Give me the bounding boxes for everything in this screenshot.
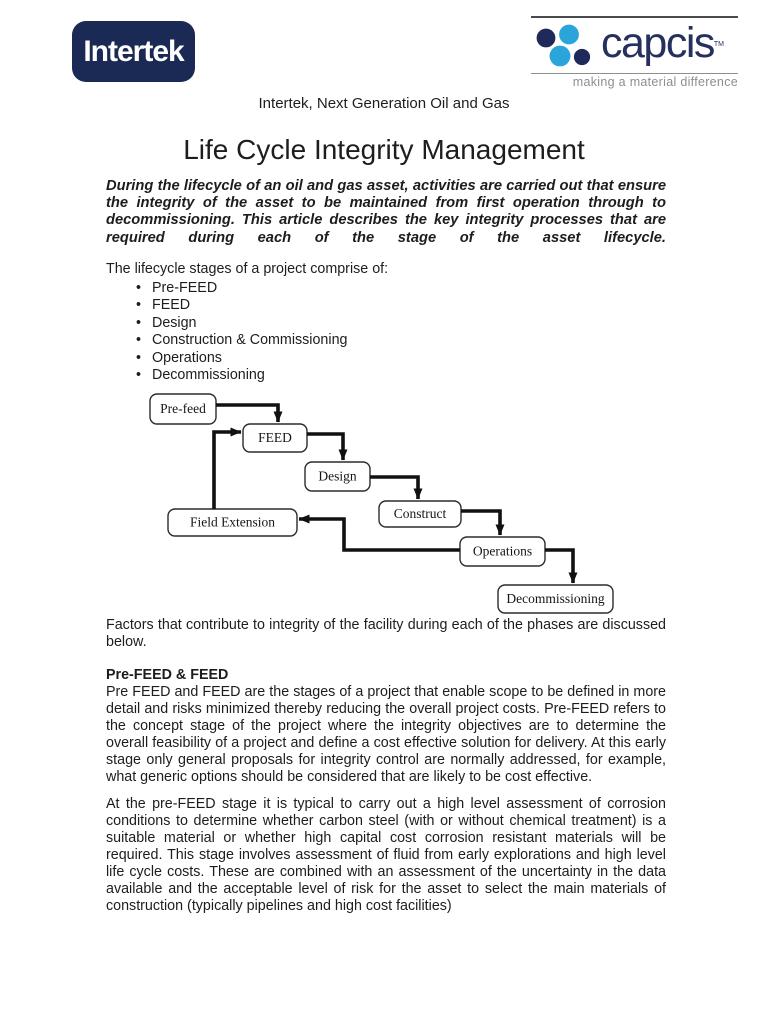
bullet-icon: • [136, 332, 142, 349]
list-item-label: Decommissioning [152, 367, 265, 384]
prefeed-paragraph-2: At the pre-FEED stage it is typical to c… [106, 795, 666, 914]
flowchart-node-pre-feed [149, 393, 217, 425]
capcis-top-rule [531, 16, 738, 18]
capcis-bottom-rule [531, 73, 738, 74]
bullet-icon: • [136, 349, 142, 366]
bullet-icon: • [136, 279, 142, 296]
flowchart-arrow-operations-to-decommissioning [545, 548, 578, 584]
flowchart-arrow-pre-feed-to-feed [216, 403, 283, 423]
content-top: During the lifecycle of an oil and gas a… [0, 178, 768, 385]
list-item-label: Operations [152, 349, 222, 366]
intertek-wordmark: Intertek [83, 34, 184, 68]
flowchart-node-field-extension [167, 508, 298, 537]
flowchart-arrow-field-extension-to-feed [212, 427, 242, 509]
list-item: • FEED [106, 297, 666, 315]
list-item: • Construction & Commissioning [106, 332, 666, 350]
bullet-icon: • [136, 314, 142, 331]
flowchart-node-label-feed: FEED [258, 430, 292, 445]
flowchart-node-construct [378, 500, 462, 528]
list-item-label: Design [152, 314, 197, 331]
list-item-label: Construction & Commissioning [152, 332, 348, 349]
bullet-icon: • [136, 297, 142, 314]
list-item: • Operations [106, 350, 666, 368]
lead-paragraph: During the lifecycle of an oil and gas a… [106, 178, 666, 246]
flowchart-node-label-field-extension: Field Extension [190, 514, 275, 529]
list-item: • Decommissioning [106, 367, 666, 385]
header-logos: Intertek capcisTM making a material diff… [0, 0, 768, 89]
list-item: • Design [106, 315, 666, 333]
capcis-circles-icon [535, 23, 592, 72]
flowchart-node-label-construct: Construct [394, 506, 447, 521]
list-item-label: FEED [152, 297, 191, 314]
lifecycle-list: • Pre-FEED • FEED • Design • Construction & Com… [106, 280, 666, 385]
flowchart-arrow-construct-to-operations [461, 509, 505, 536]
flowchart-node-label-design: Design [318, 468, 356, 483]
capcis-tagline: making a material difference [572, 75, 738, 89]
document-subtitle: Intertek, Next Generation Oil and Gas [258, 95, 510, 112]
flowchart-node-label-decommissioning: Decommissioning [506, 591, 604, 606]
capcis-logo: capcisTM making a material difference [531, 16, 738, 89]
capcis-wordmark: capcisTM [601, 18, 724, 68]
list-item-label: Pre-FEED [152, 279, 218, 296]
capcis-word-text: capcis [601, 19, 715, 67]
capcis-logo-row: capcisTM [531, 18, 738, 72]
flowchart-node-decommissioning [497, 584, 614, 614]
flowchart-arrow-design-to-construct [370, 475, 423, 500]
capcis-trademark: TM [713, 41, 724, 48]
flowchart-node-label-operations: Operations [473, 543, 532, 558]
flowchart-arrow-feed-to-design [307, 432, 348, 461]
flowchart-node-feed [242, 423, 308, 453]
list-item: • Pre-FEED [106, 280, 666, 298]
list-intro: The lifecycle stages of a project compri… [106, 260, 389, 277]
intertek-logo: Intertek [72, 21, 195, 82]
prefeed-paragraph-1: Pre FEED and FEED are the stages of a pr… [106, 683, 666, 785]
content-bottom: Factors that contribute to integrity of … [0, 617, 768, 915]
factors-paragraph: Factors that contribute to integrity of … [106, 616, 666, 650]
flowchart-arrow-operations-to-field-extension [298, 514, 460, 552]
bullet-icon: • [136, 367, 142, 384]
prefeed-feed-heading: Pre-FEED & FEED [106, 666, 229, 683]
flowchart-node-label-pre-feed: Pre-feed [160, 401, 206, 416]
page-title: Life Cycle Integrity Management [183, 134, 585, 165]
